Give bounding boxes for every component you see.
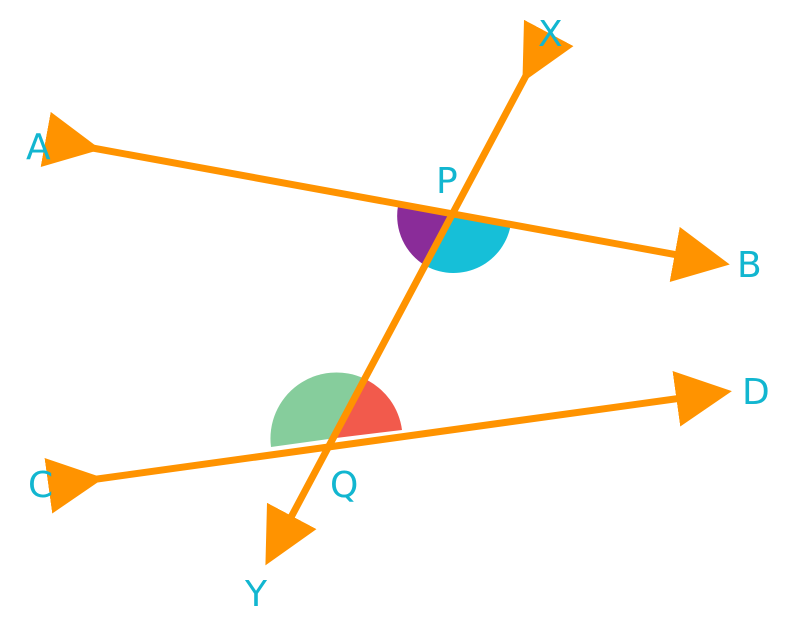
transversal-xy: [265, 19, 574, 566]
label-y: Y: [244, 574, 268, 615]
label-q: Q: [330, 465, 358, 506]
label-p: P: [436, 161, 458, 202]
label-a: A: [26, 127, 51, 168]
line-cd: [44, 371, 732, 514]
label-b: B: [737, 245, 762, 286]
line-ab: [40, 111, 730, 282]
label-c: C: [28, 465, 53, 506]
label-d: D: [742, 372, 770, 413]
label-x: X: [538, 14, 563, 55]
